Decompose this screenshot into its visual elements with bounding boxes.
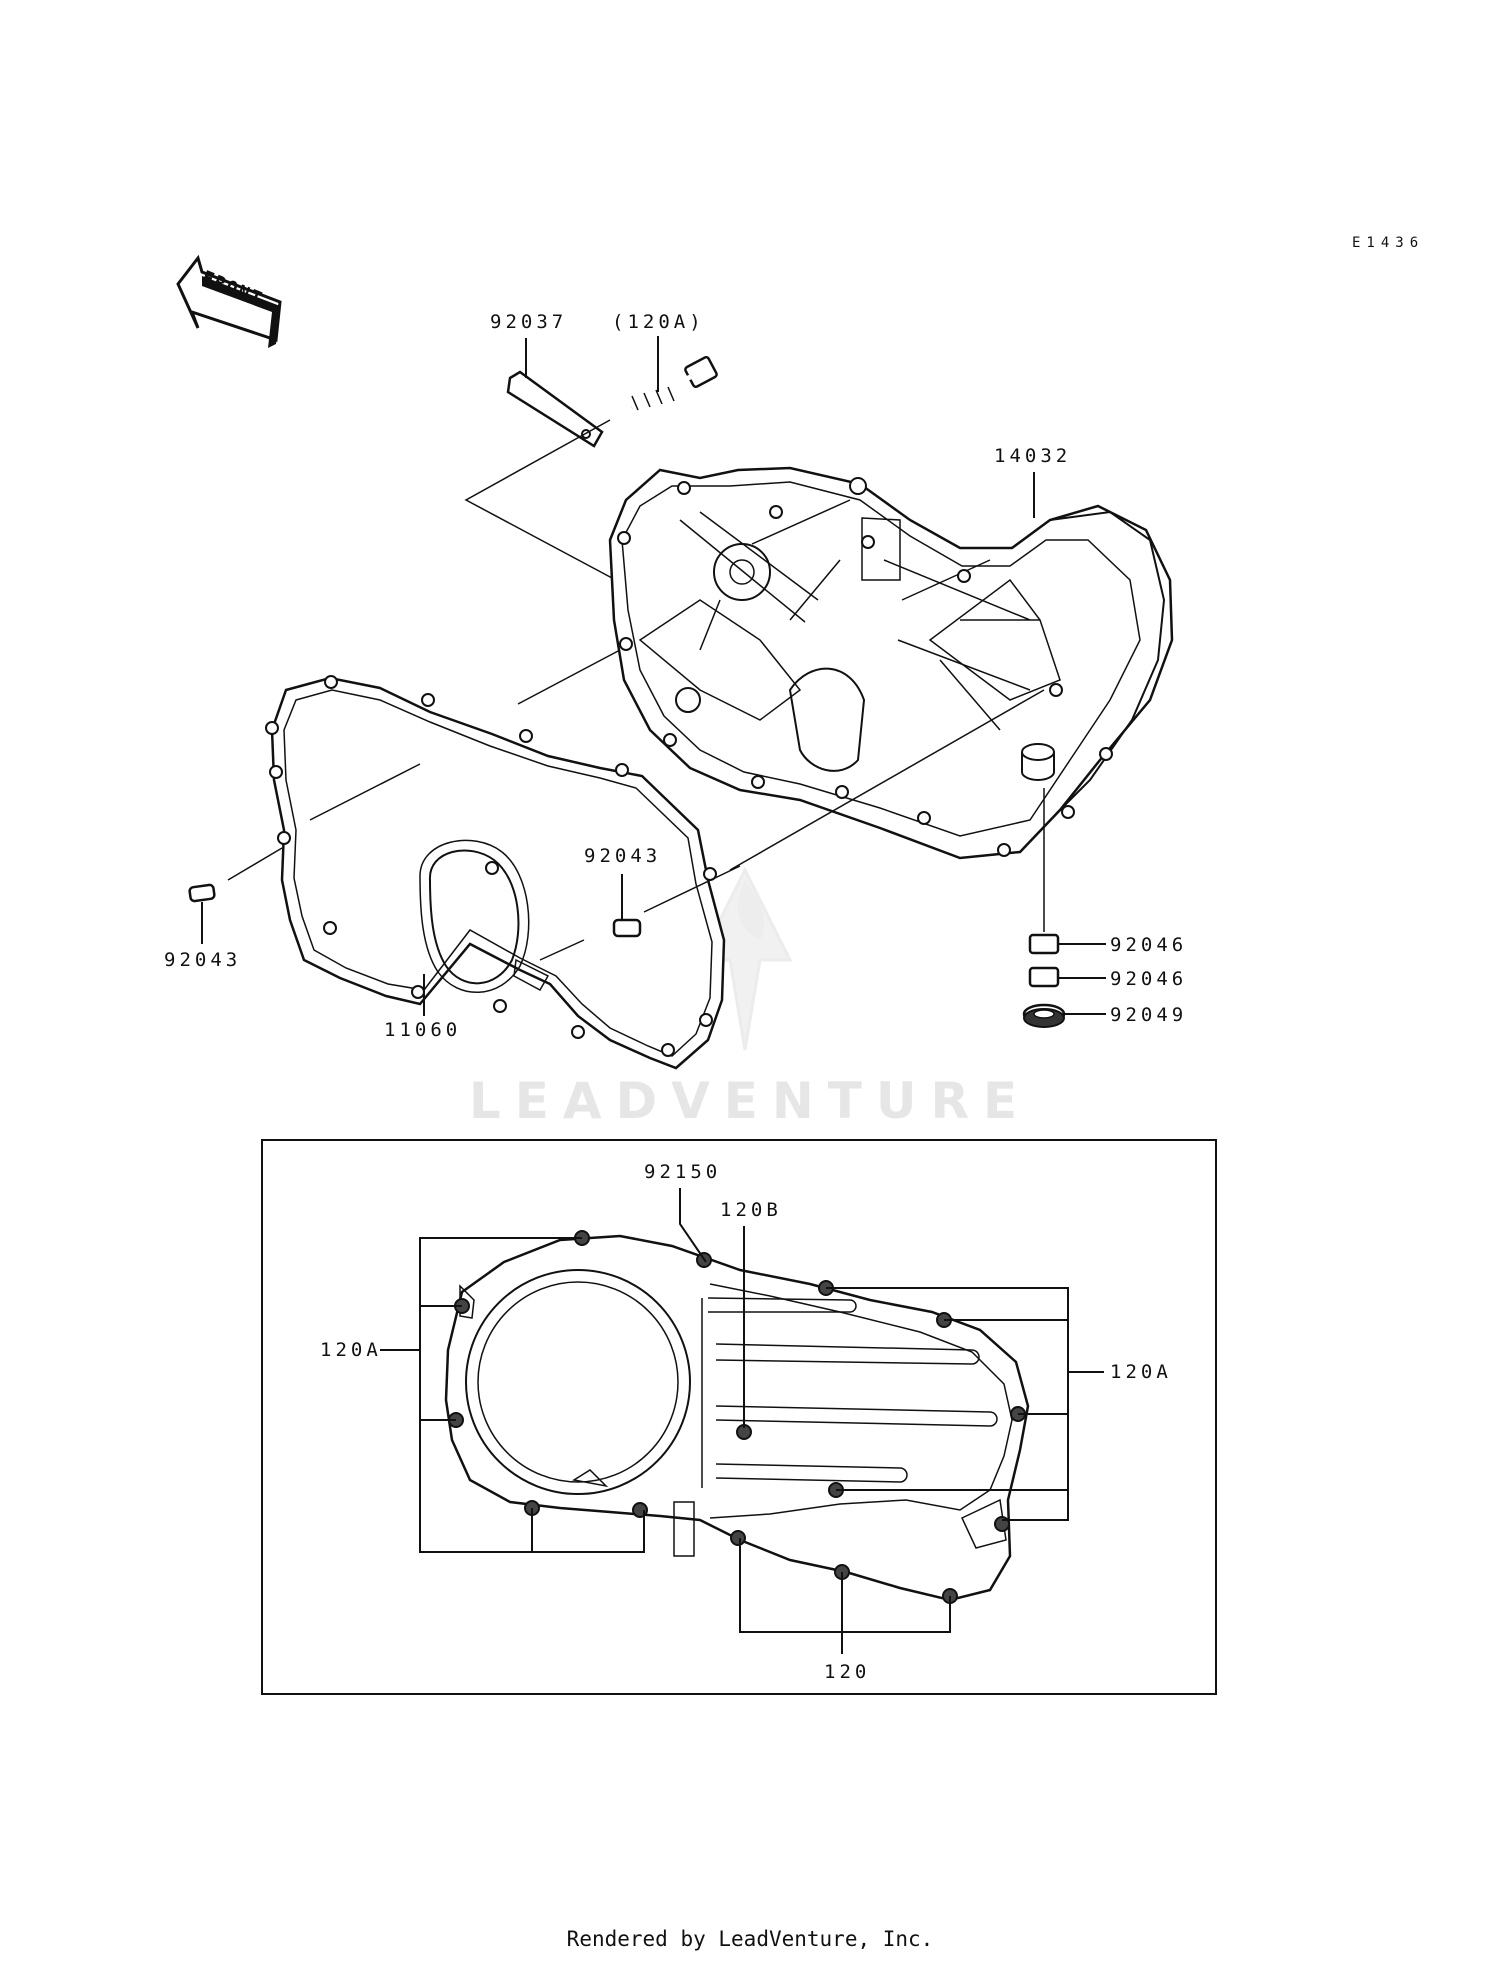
inset-frame — [261, 1139, 1217, 1695]
bolt-part — [630, 355, 718, 411]
callout-92037: 92037 — [490, 311, 567, 333]
gasket-part — [265, 675, 726, 1070]
callout-120A-right: 120A — [1110, 1361, 1172, 1383]
dowel-pin-left-part — [188, 883, 216, 903]
watermark-text: LEADVENTURE — [469, 1072, 1031, 1130]
bushing-upper-part — [1028, 933, 1060, 955]
crankcase-cover-part — [608, 466, 1174, 860]
front-arrow-icon: FRONT — [176, 254, 282, 348]
callout-14032: 14032 — [994, 445, 1071, 467]
callout-120B: 120B — [720, 1199, 782, 1221]
plate-part — [506, 370, 604, 448]
callout-11060: 11060 — [384, 1019, 461, 1041]
bushing-lower-part — [1028, 966, 1060, 988]
callout-92043-mid: 92043 — [584, 845, 661, 867]
callout-92046-a: 92046 — [1110, 934, 1187, 956]
callout-92049: 92049 — [1110, 1004, 1187, 1026]
outer-cover-part — [444, 1230, 1030, 1604]
callout-120A-top: (120A) — [612, 311, 705, 333]
callout-92043-left: 92043 — [164, 949, 241, 971]
callout-92046-b: 92046 — [1110, 968, 1187, 990]
oil-seal-part — [1022, 1003, 1066, 1028]
watermark: LEADVENTURE — [469, 866, 1031, 1130]
callout-120A-left: 120A — [320, 1339, 382, 1361]
diagram-code: E1436 — [1352, 235, 1424, 251]
footer-credit: Rendered by LeadVenture, Inc. — [567, 1927, 934, 1951]
dowel-pin-middle-part — [612, 918, 642, 938]
callout-120: 120 — [824, 1661, 870, 1683]
callout-92150: 92150 — [644, 1161, 721, 1183]
